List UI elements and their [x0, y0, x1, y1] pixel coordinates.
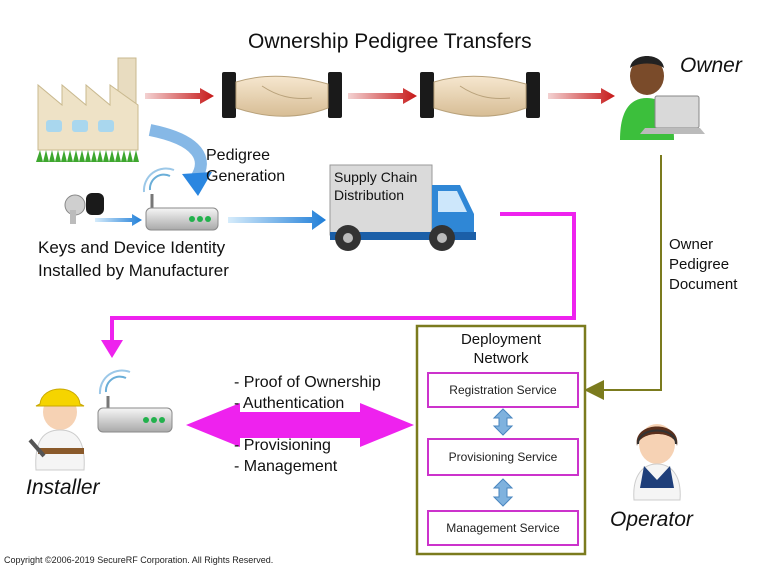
owner-document-label-line1: Owner [669, 236, 714, 253]
registration-service-box: Registration Service [427, 372, 579, 408]
distribution-arrowhead [101, 340, 123, 358]
owner-document-label-line3: Document [669, 276, 738, 293]
owner-person-icon [620, 56, 705, 140]
red-transfer-arrows [145, 88, 615, 104]
handshake-icon [420, 72, 540, 118]
pedigree-generation-arrow [148, 124, 212, 196]
deployment-network-title-line2: Network [473, 350, 529, 367]
keys-icon [64, 193, 104, 224]
copyright-notice: Copyright ©2006-2019 SecureRF Corporatio… [4, 555, 274, 565]
keys-to-device-arrow [95, 214, 142, 226]
provisioning-item: - Management [234, 458, 338, 475]
management-service-box: Management Service [427, 510, 579, 546]
truck-icon [329, 164, 476, 251]
operator-label: Operator [610, 508, 693, 531]
operator-person-icon [633, 424, 681, 501]
owner-document-line [584, 155, 662, 400]
pedigree-generation-label-line1: Pedigree [206, 147, 271, 164]
truck-sign-line2: Distribution [334, 187, 405, 203]
installer-label: Installer [26, 476, 100, 499]
keys-identity-label-line1: Keys and Device Identity [38, 238, 226, 257]
distribution-path-line [110, 212, 576, 345]
router-device-icon [142, 167, 219, 231]
installed-router-icon [97, 369, 173, 433]
provisioning-item: - Provisioning [234, 437, 331, 454]
deployment-network-title-line1: Deployment [460, 331, 542, 348]
owner-document-label-line2: Pedigree [669, 256, 730, 273]
provisioning-service-box: Provisioning Service [427, 438, 579, 476]
service-link-arrow [492, 408, 514, 436]
ownership-item: - Proof of Ownership [234, 374, 381, 391]
diagram-title: Ownership Pedigree Transfers [248, 30, 532, 53]
factory-icon [36, 57, 139, 162]
ownership-item: - Authentication [234, 395, 345, 412]
device-to-truck-arrow [228, 210, 326, 230]
handshake-icon [222, 72, 342, 118]
network-double-arrow [186, 403, 414, 447]
service-link-arrow [492, 478, 514, 507]
pedigree-generation-label-line2: Generation [206, 168, 286, 185]
installer-person-icon [28, 388, 85, 471]
owner-label: Owner [680, 54, 742, 77]
truck-sign-line1: Supply Chain [334, 169, 418, 185]
keys-identity-label-line2: Installed by Manufacturer [38, 261, 229, 280]
